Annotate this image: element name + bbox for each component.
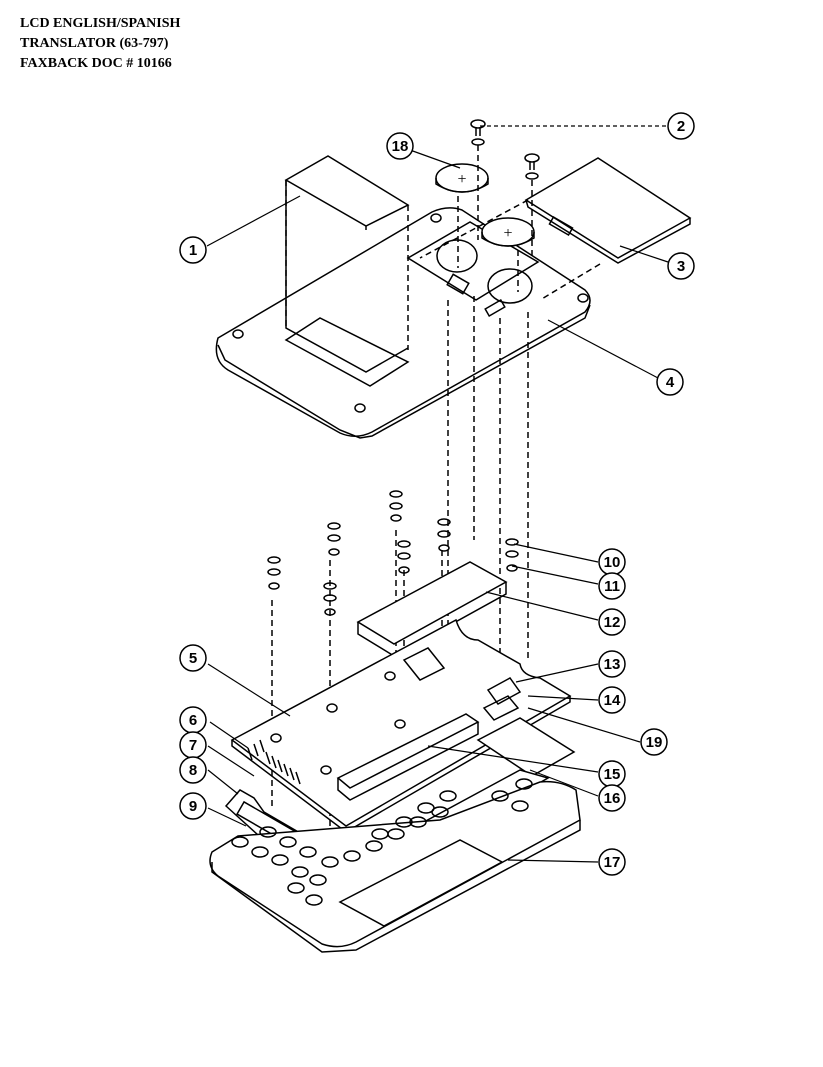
keys: [231, 778, 533, 906]
top-screws: [470, 119, 540, 180]
clips: [402, 647, 522, 721]
callout-12: 12: [598, 608, 626, 636]
header-line-2: TRANSLATOR (63-797): [20, 36, 169, 51]
callout-19-label: 19: [646, 734, 663, 751]
batteries: + +: [435, 163, 535, 247]
callouts: 1 2 3 4 5 6 7 8 9 10 11 12 13 14 15 16 1…: [179, 112, 695, 876]
callout-10: 10: [598, 548, 626, 576]
callout-4-label: 4: [666, 374, 675, 391]
callout-15: 15: [598, 760, 626, 788]
callout-9: 9: [179, 792, 207, 820]
callout-4: 4: [656, 368, 684, 396]
lcd-panel: [284, 155, 410, 373]
callout-14: 14: [598, 686, 626, 714]
callout-5: 5: [179, 644, 207, 672]
zebra-strip: [336, 713, 480, 801]
callout-5-label: 5: [189, 650, 197, 667]
callout-18-label: 18: [392, 138, 409, 155]
callout-14-label: 14: [604, 692, 621, 709]
document-header: LCD ENGLISH/SPANISH TRANSLATOR (63-797) …: [20, 14, 180, 74]
svg-text:+: +: [457, 171, 466, 188]
callout-6-label: 6: [189, 712, 197, 729]
callout-13: 13: [598, 650, 626, 678]
callout-9-label: 9: [189, 798, 197, 815]
callout-6: 6: [179, 706, 207, 734]
callout-3: 3: [667, 252, 695, 280]
callout-3-label: 3: [677, 258, 685, 275]
callout-17: 17: [598, 848, 626, 876]
callout-10-label: 10: [604, 554, 621, 571]
contact-film: [476, 717, 576, 777]
callout-2: 2: [667, 112, 695, 140]
callout-15-label: 15: [604, 766, 621, 783]
callout-12-label: 12: [604, 614, 621, 631]
leader-lines: [206, 125, 669, 863]
header-line-3: FAXBACK DOC # 10166: [20, 56, 172, 71]
callout-11-label: 11: [604, 578, 620, 595]
callout-17-label: 17: [604, 854, 621, 871]
callout-19: 19: [640, 728, 668, 756]
svg-text:+: +: [503, 225, 512, 242]
callout-18: 18: [386, 132, 414, 160]
callout-1-label: 1: [189, 242, 197, 259]
battery-cover: [524, 157, 692, 264]
pcb-connector-pins: [247, 739, 301, 785]
callout-1: 1: [179, 236, 207, 264]
callout-16-label: 16: [604, 790, 621, 807]
callout-8-label: 8: [189, 762, 197, 779]
callout-13-label: 13: [604, 656, 621, 673]
callout-16: 16: [598, 784, 626, 812]
callout-8: 8: [179, 756, 207, 784]
bottom-case: [209, 778, 581, 953]
callout-2-label: 2: [677, 118, 685, 135]
lower-screws: [267, 490, 519, 616]
header-line-1: LCD ENGLISH/SPANISH: [20, 16, 181, 31]
callout-7-label: 7: [189, 737, 197, 754]
top-case: [215, 207, 591, 439]
callout-11: 11: [598, 572, 626, 600]
callout-7: 7: [179, 731, 207, 759]
top-guide-lines: [419, 145, 601, 301]
